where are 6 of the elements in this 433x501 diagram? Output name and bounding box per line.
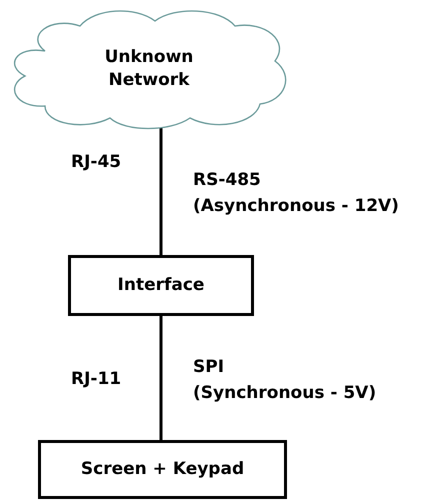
connector-line <box>160 314 162 440</box>
node-label: Screen + Keypad <box>80 458 244 481</box>
node-label: Interface <box>118 274 204 297</box>
process-box <box>38 440 287 499</box>
process-box <box>68 255 254 316</box>
node-label: Unknown Network <box>104 46 194 92</box>
